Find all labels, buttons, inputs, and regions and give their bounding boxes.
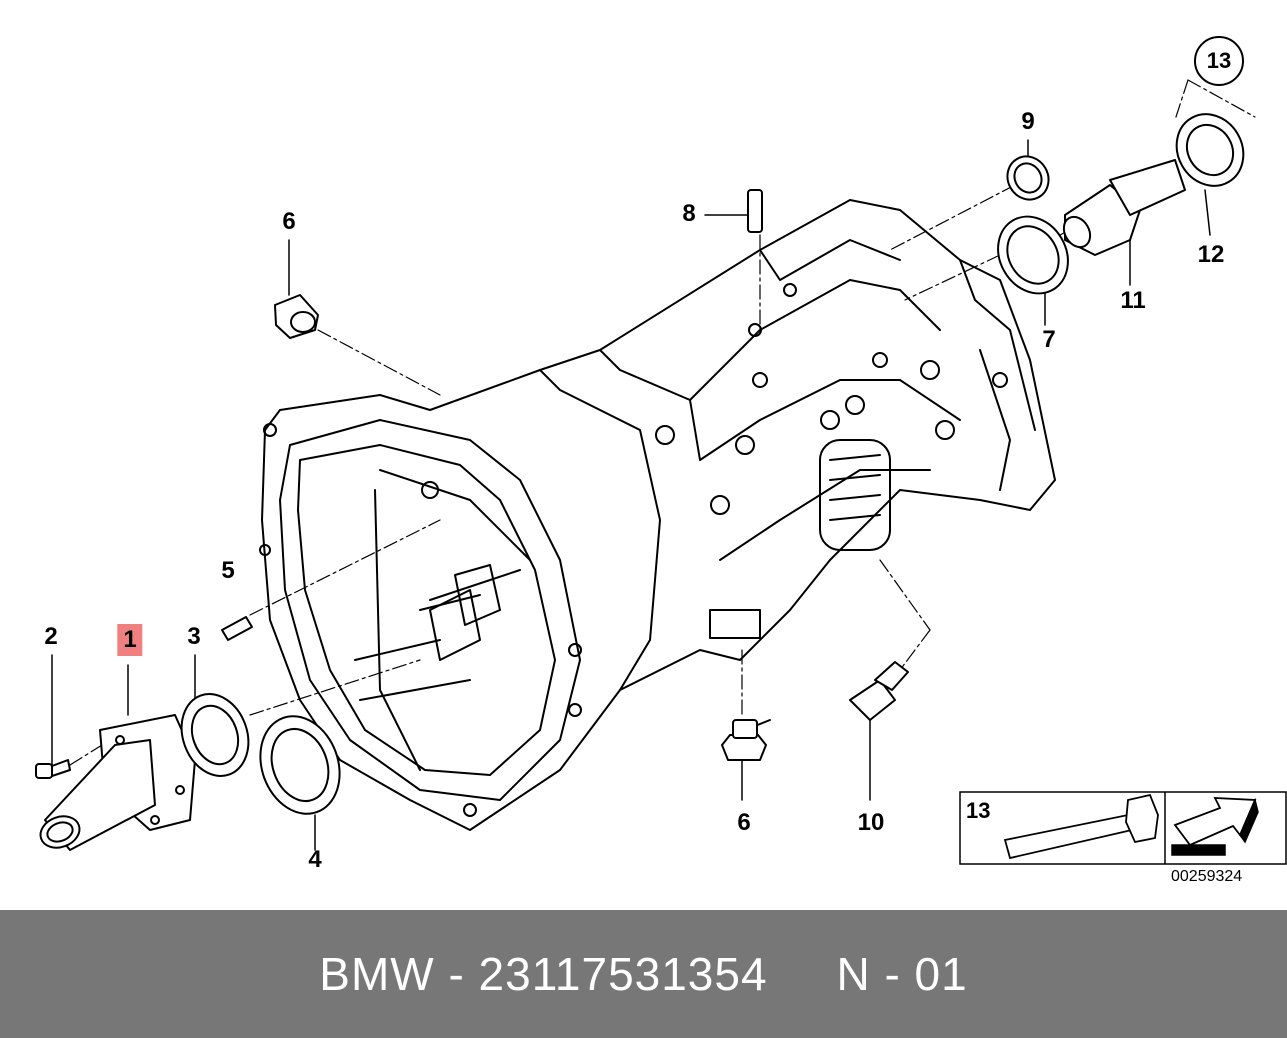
screw-plug-part-6-bottom — [721, 719, 767, 761]
callout-3[interactable]: 3 — [187, 623, 201, 650]
callout-11[interactable]: 11 — [1120, 287, 1146, 314]
part-number-caption: BMW - 23117531354 N - 01 — [319, 948, 968, 1000]
callout-10[interactable]: 10 — [857, 809, 885, 836]
collar-nut-part-12 — [1175, 113, 1245, 187]
callout-4[interactable]: 4 — [308, 846, 322, 873]
transmission-parts-diagram — [35, 79, 1287, 865]
callout-2[interactable]: 2 — [44, 623, 58, 650]
callout-8[interactable]: 8 — [682, 200, 696, 227]
inset-label-13: 13 — [966, 798, 991, 823]
diagram-reference-code: 00259324 — [1171, 868, 1243, 885]
shaft-seal-part-3 — [180, 693, 250, 777]
footer-bar: BMW - 23117531354 N - 01 — [0, 910, 1287, 1038]
callout-12[interactable]: 12 — [1197, 241, 1225, 268]
leader-lines — [69, 79, 1256, 766]
callout-9[interactable]: 9 — [1021, 108, 1035, 135]
callout-13-circle[interactable]: 13 — [1194, 36, 1244, 86]
dowel-pin-part-5 — [221, 616, 253, 641]
inset-box-part-13 — [959, 791, 1287, 865]
transmission-housing — [259, 199, 1056, 831]
callout-6-top[interactable]: 6 — [282, 208, 296, 235]
pin-part-8 — [747, 189, 763, 233]
output-flange-part-11 — [1062, 159, 1186, 256]
seal-ring-part-4 — [259, 715, 341, 815]
callout-6-bottom[interactable]: 6 — [737, 809, 751, 836]
screw-plug-part-6-top — [274, 294, 319, 339]
callout-5[interactable]: 5 — [221, 557, 235, 584]
callout-1[interactable]: 1 — [117, 624, 143, 656]
sensor-part-10 — [849, 661, 909, 721]
bolt-part-13-illustration — [1003, 793, 1159, 860]
radial-seal-part-7 — [997, 215, 1069, 295]
bolt-part-2 — [35, 759, 71, 779]
callout-7[interactable]: 7 — [1042, 326, 1056, 353]
callout-leaders — [51, 139, 1211, 851]
guide-sleeve-part-1 — [39, 714, 196, 851]
direction-arrow-icon — [1171, 797, 1259, 856]
small-seal-part-9 — [1006, 155, 1050, 201]
